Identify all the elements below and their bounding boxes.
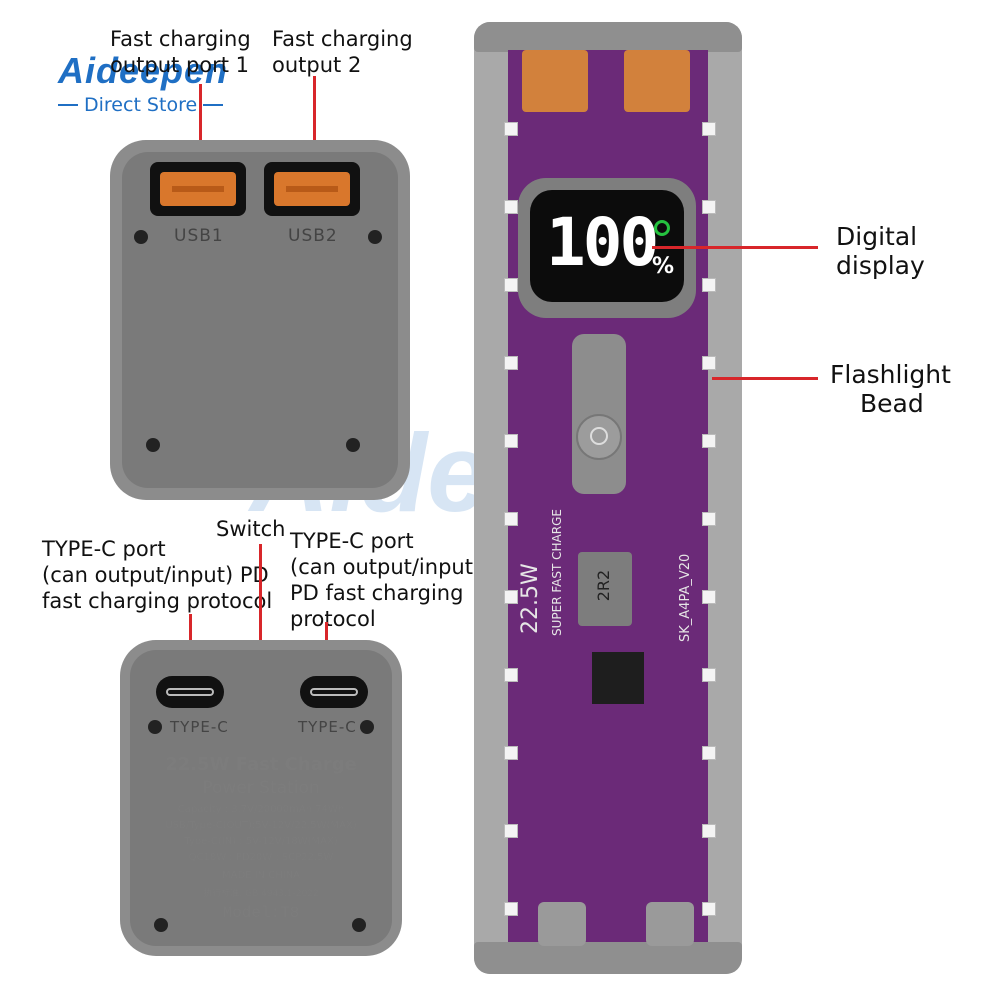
led-bead	[504, 590, 518, 604]
display-value: 100	[546, 204, 659, 281]
logo-divider-right	[203, 104, 224, 106]
typec-left-label: TYPE-C	[170, 718, 229, 736]
display-callout-line	[652, 246, 818, 249]
typec-right-callout: TYPE-C port (can output/input) PD fast c…	[290, 529, 482, 631]
flashlight-callout-line	[712, 377, 818, 380]
top-end-panel: USB1 USB2	[110, 140, 410, 500]
led-bead	[702, 746, 716, 760]
emboss-spec: Type-C(IN) : 5V-12V/18W(MAX)	[184, 836, 338, 847]
led-bead	[504, 200, 518, 214]
screw-hole	[360, 720, 374, 734]
typec-left-callout: TYPE-C port (can output/input) PD fast c…	[42, 537, 273, 613]
logo-wordmark: Aideepen	[58, 50, 229, 91]
emboss-subtitle: Power Station	[202, 778, 320, 798]
led-bead	[702, 356, 716, 370]
led-bead	[702, 824, 716, 838]
flashlight-callout: Flashlight Bead	[830, 360, 951, 418]
led-bead	[702, 278, 716, 292]
switch-callout: Switch	[216, 517, 286, 541]
emboss-made-in: MADE IN CHINA	[221, 870, 301, 881]
pcb-usb1-port	[522, 50, 588, 112]
logo-tagline: Direct Store	[84, 94, 198, 116]
usb2-port	[264, 162, 360, 216]
power-button	[576, 414, 622, 460]
led-bead	[504, 668, 518, 682]
inductor-label: 2R2	[594, 569, 614, 602]
led-bead	[504, 278, 518, 292]
casing-cap-top	[474, 22, 742, 52]
screw-hole	[352, 918, 366, 932]
emboss-title: 22.5W Fast Charge	[165, 754, 357, 775]
led-bead	[702, 668, 716, 682]
led-bead	[504, 434, 518, 448]
board-power-label: 22.5W	[518, 563, 543, 634]
casing-cap-bottom	[474, 942, 742, 974]
logo-divider-left	[58, 104, 78, 106]
bottom-end-panel: TYPE-C TYPE-C 22.5W Fast Charge Power St…	[120, 640, 402, 956]
usb2-callout: Fast charging output 2	[272, 27, 413, 77]
screw-hole	[148, 720, 162, 734]
inductor: 2R2	[578, 552, 632, 626]
led-bead	[504, 902, 518, 916]
brand-logo: Aideepen Direct Store	[58, 50, 278, 120]
led-bead	[702, 200, 716, 214]
typec-right-port	[300, 676, 368, 708]
screw-hole	[146, 438, 160, 452]
usb1-port	[150, 162, 246, 216]
charging-indicator-icon	[654, 220, 670, 236]
emboss-spec: QC18W : PD20W : SCP22.5W	[188, 852, 334, 863]
pcb-typec-left-port	[538, 902, 586, 946]
led-bead	[504, 122, 518, 136]
led-bead	[702, 434, 716, 448]
emboss-model: Model:T8	[222, 904, 300, 922]
typec-left-port	[156, 676, 224, 708]
usb1-callout-line	[199, 84, 202, 192]
power-bank: 100 % 22.5W SUPER FAST CHARGE SK_A4PA_V2…	[474, 22, 742, 974]
led-bead	[504, 824, 518, 838]
display-unit: %	[652, 254, 675, 279]
led-bead	[504, 512, 518, 526]
display-callout: Digital display	[836, 222, 925, 280]
pcb-usb2-port	[624, 50, 690, 112]
power-icon	[590, 427, 608, 445]
board-model-label: SK_A4PA_V20	[678, 553, 693, 642]
usb2-callout-line	[313, 76, 316, 192]
typec-right-label: TYPE-C	[298, 718, 357, 736]
led-bead	[504, 356, 518, 370]
led-bead	[702, 902, 716, 916]
emboss-spec: USB/Type-C(OUT):5V-12V/22.5W(MAX)	[165, 820, 357, 831]
led-bead	[702, 122, 716, 136]
usb1-callout: Fast charging output port 1	[110, 27, 251, 77]
led-bead	[702, 512, 716, 526]
screw-hole	[134, 230, 148, 244]
screw-hole	[346, 438, 360, 452]
emboss-standard: 执行标准: GB 4943.1-2022	[203, 889, 319, 899]
emboss-spec: Capacity : 3.7V/20000mAh 74Wh	[177, 804, 345, 815]
screw-hole	[154, 918, 168, 932]
usb1-label: USB1	[174, 226, 224, 246]
ic-chip	[592, 652, 644, 704]
usb2-label: USB2	[288, 226, 338, 246]
screw-hole	[368, 230, 382, 244]
pcb-typec-right-port	[646, 902, 694, 946]
switch-callout-line	[259, 544, 262, 690]
board-tag-label: SUPER FAST CHARGE	[550, 509, 564, 636]
led-bead	[504, 746, 518, 760]
led-bead	[702, 590, 716, 604]
